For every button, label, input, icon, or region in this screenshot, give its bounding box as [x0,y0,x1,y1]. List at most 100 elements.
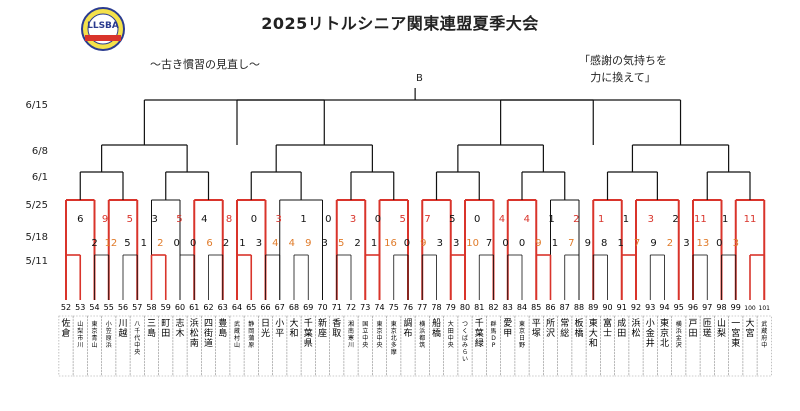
team-box [158,315,174,377]
team-name: 三島 [147,319,156,339]
score-label: 2 [91,238,97,249]
team-box [258,315,273,377]
team-name: 大和 [289,317,298,339]
team-box [685,315,701,377]
score-label: 3 [276,214,282,225]
score-label: 5 [400,214,406,225]
score-label: 13 [696,238,709,249]
page-title: 2025リトルシニア関東連盟夏季大会 [261,14,539,33]
score-label: 1 [548,214,554,225]
slogan-right-line-2: 力に換えて」 [590,71,656,84]
team-number: 81 [474,303,484,312]
team-number: 79 [446,303,456,312]
team-number: 94 [659,303,669,312]
team-name: 千葉緑 [475,318,484,349]
round-label-round-3: 5/25 [25,200,48,211]
score-label: 2 [223,238,229,249]
team-name: 志木 [175,317,184,339]
team-name: 浜松南 [190,318,199,349]
score-label: 3 [350,214,356,225]
score-label: 9 [585,238,591,249]
score-label: 0 [519,238,525,249]
team-box [144,315,159,377]
team-box [300,315,316,377]
team-box [115,315,131,377]
slogan-right-line-1: 「感謝の気持ちを [579,54,667,67]
team-number: 52 [61,303,71,312]
team-name: 武蔵村山 [234,320,240,349]
team-box [243,315,259,377]
team-name: 戸田 [688,318,697,339]
team-number: 99 [731,303,741,312]
team-box [414,315,430,377]
score-label: 0 [474,214,480,225]
team-box [201,315,216,377]
team-name: 小笠原浜 [106,320,112,349]
score-label: 9 [102,214,108,225]
team-box [329,315,345,377]
score-label: 5 [127,214,133,225]
team-name: 国立中央 [362,321,368,349]
score-label: 3 [151,214,157,225]
team-name: 小金井 [646,318,655,349]
score-label: 0 [174,238,180,249]
team-number: 76 [403,303,413,312]
team-number: 82 [488,303,498,312]
team-box [72,315,88,377]
team-box [571,315,587,377]
final-label: B [416,73,423,84]
score-label: 1 [623,214,629,225]
score-label: 0 [502,238,508,249]
team-number: 89 [588,303,598,312]
score-label: 16 [384,238,397,249]
round-label-quarterfinal: 6/1 [31,172,48,183]
team-name: 船橋 [432,317,441,339]
team-name: 調布 [403,317,412,339]
team-box [343,315,359,377]
team-number: 57 [132,303,142,312]
team-name: 新座 [318,317,327,339]
score-label: 6 [206,238,212,249]
score-label: 12 [105,238,118,249]
team-box [272,315,288,377]
round-label-final: 6/15 [25,100,48,111]
team-list: 52佐倉53山梨市川54東京青山55小笠原浜56川越57八千代中央58三島59町… [58,303,772,377]
team-number: 54 [89,303,99,312]
score-label: 1 [239,238,245,249]
score-label: 9 [650,238,656,249]
team-number: 69 [303,303,313,312]
score-label: 10 [466,238,479,249]
team-number: 84 [517,303,527,312]
team-name: 大宮 [745,317,754,339]
score-label: 4 [272,238,278,249]
team-name: 成田 [617,317,626,339]
team-box [386,315,402,377]
team-name: 佐倉 [61,317,70,339]
team-number: 96 [688,303,698,312]
team-number: 60 [175,303,185,312]
round-label-round-2: 5/18 [25,232,48,243]
team-box [756,315,772,377]
logo-text: LLSBA [87,21,119,31]
team-number: 62 [203,303,213,312]
score-label: 1 [722,214,728,225]
score-label: 7 [486,238,492,249]
team-box [543,315,558,377]
score-label: 11 [744,214,757,225]
team-box [528,315,544,377]
team-number: 53 [75,303,85,312]
team-name: 横浜金沢 [676,320,682,349]
bracket-lines [65,88,766,300]
team-name: 山梨市川 [77,320,83,349]
team-number: 74 [374,303,384,312]
score-label: 5 [176,214,182,225]
score-label: 3 [256,238,262,249]
score-label: 0 [404,238,410,249]
team-box [286,315,302,377]
team-name: 四街道 [204,319,213,349]
team-box [215,315,231,377]
team-number: 70 [317,303,327,312]
